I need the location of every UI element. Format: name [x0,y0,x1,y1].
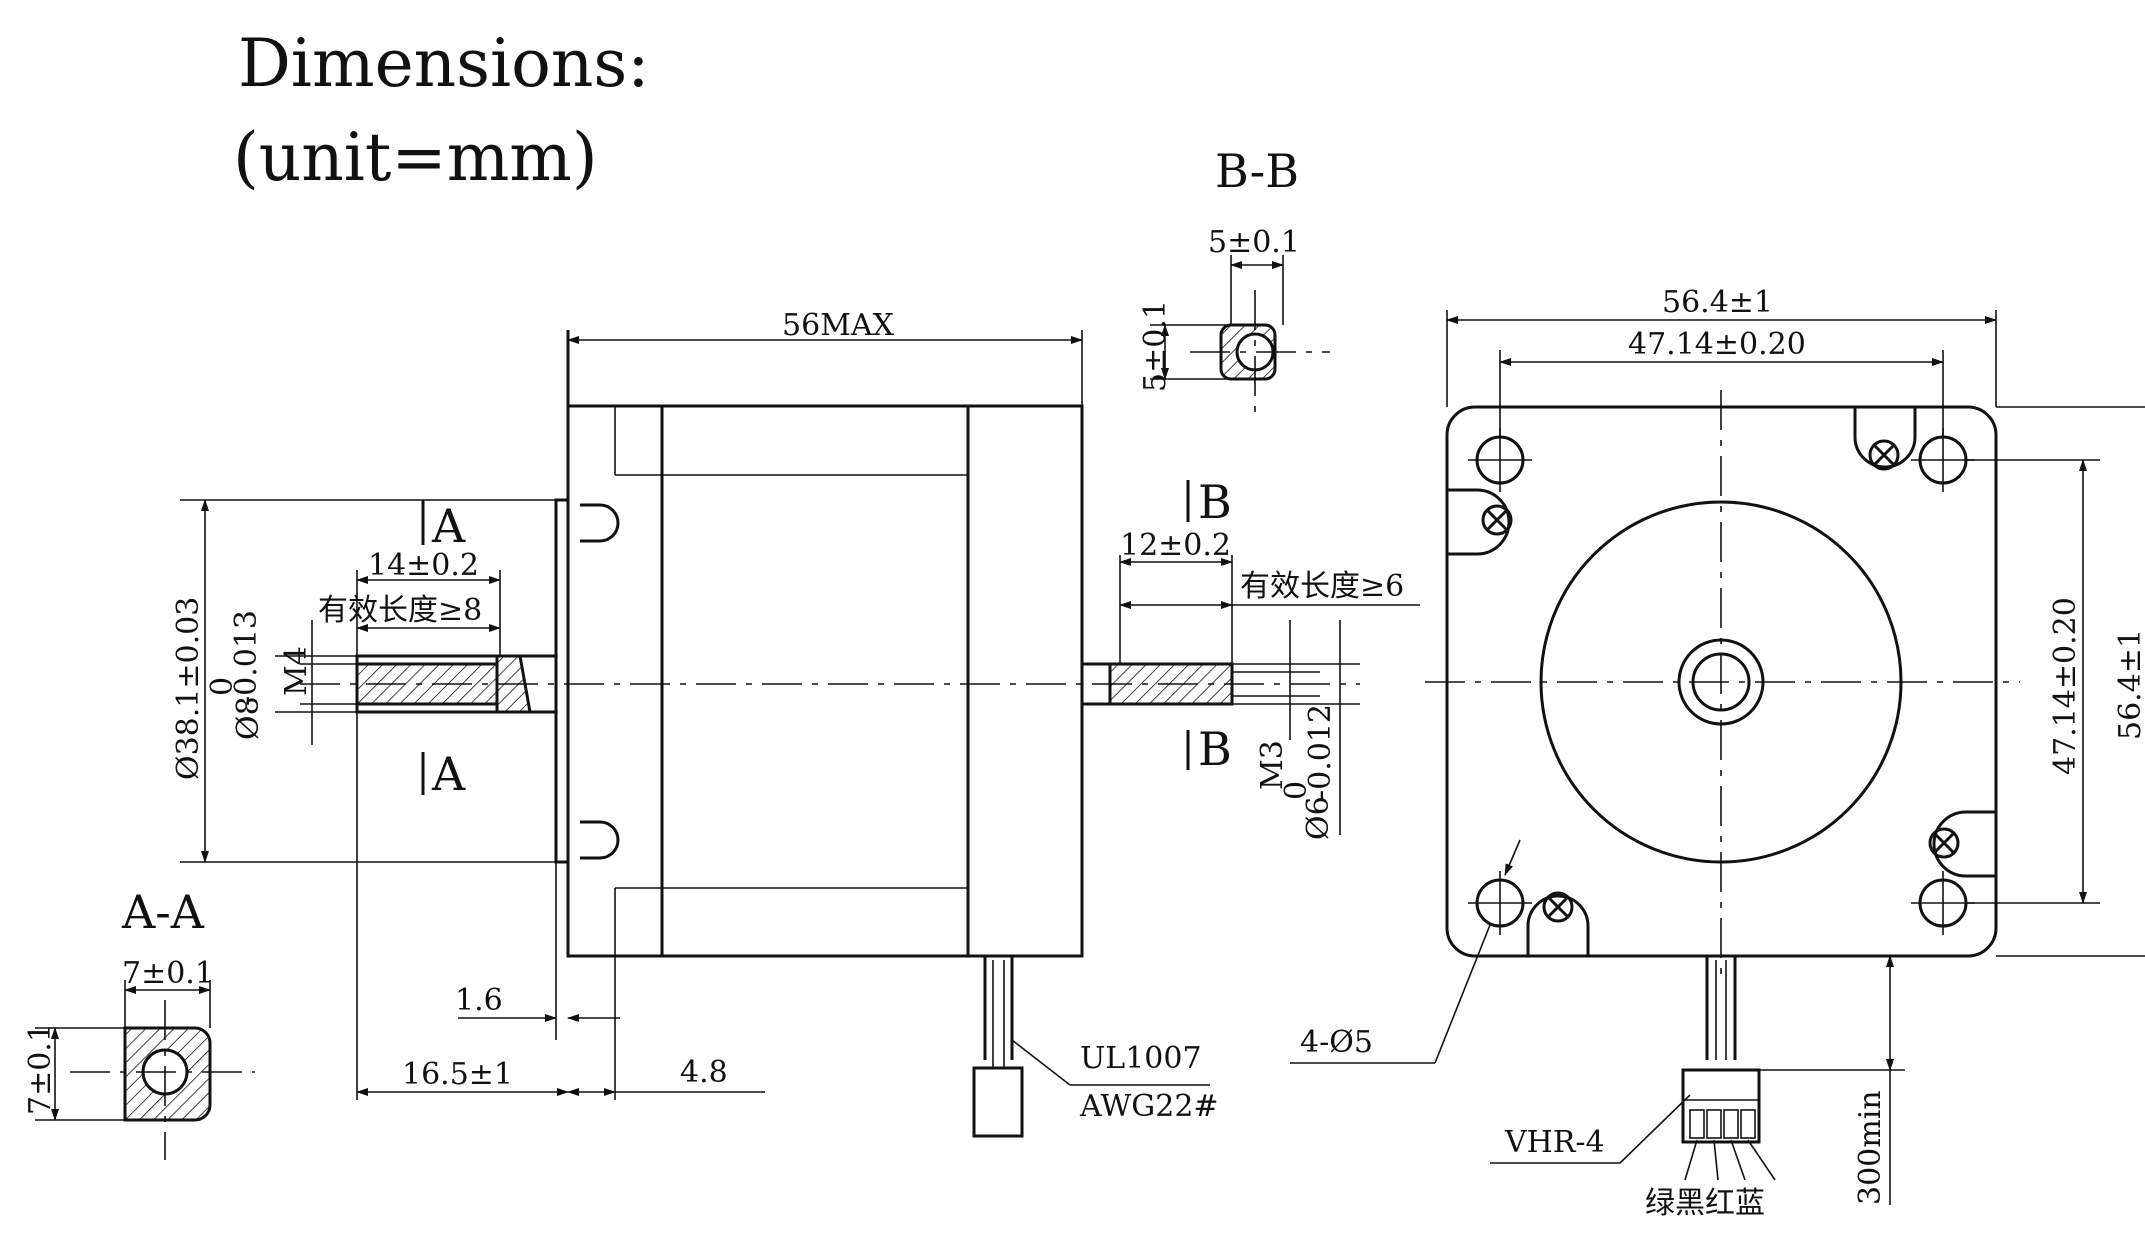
cable-type-label: UL1007 [1080,1041,1202,1076]
section-mark-b-top: B [1198,475,1232,529]
wire-colors-label: 绿黑红蓝 [1645,1186,1765,1221]
section-aa-view: A-A 7±0.1 7±0.1 [23,885,255,1160]
shaft-extension-dimension: 16.5±1 [402,1057,513,1092]
cable-gauge-label: AWG22# [1079,1089,1219,1124]
rear-tolerance-upper: 0 [1279,781,1314,800]
boss-length-dimension: 4.8 [680,1055,728,1090]
section-bb-title: B-B [1215,144,1299,198]
outer-height-dimension: 56.4±1 [2113,629,2145,740]
rear-shaft-length: 12±0.2 [1120,528,1231,563]
section-aa-height: 7±0.1 [23,1023,58,1115]
front-shaft-diameter: Ø8 [231,696,266,740]
hole-spacing-horizontal: 47.14±0.20 [1628,327,1806,362]
rear-shaft-diameter: Ø6 [1301,796,1336,840]
section-bb-height: 5±0.1 [1138,300,1173,392]
front-shaft-length: 14±0.2 [368,548,479,583]
rear-effective-length: 有效长度≥6 [1240,569,1404,604]
rear-tolerance-lower: -0.012 [1303,704,1338,800]
flange-thickness: 1.6 [455,983,503,1018]
side-view: UL1007 AWG22# 56MAX Ø38.1±0.03 A A 14±0.… [171,308,1420,1138]
section-mark-a-top: A [431,499,466,553]
hole-spacing-vertical: 47.14±0.20 [2048,597,2083,775]
lead-length-label: 300min [1853,1090,1888,1205]
front-thread-label: M4 [279,646,314,696]
outer-width-dimension: 56.4±1 [1662,285,1773,320]
section-bb-view: B-B 5±0.1 5±0.1 [1138,144,1330,420]
front-effective-length: 有效长度≥8 [318,593,482,628]
boss-diameter-dimension: Ø38.1±0.03 [171,597,206,780]
section-bb-width: 5±0.1 [1208,225,1300,260]
front-tolerance-lower: -0.013 [229,610,264,706]
length-dimension: 56MAX [782,308,895,343]
mounting-holes-label: 4-Ø5 [1300,1025,1373,1060]
unit-note: (unit=mm) [233,119,598,196]
front-tolerance-upper: 0 [205,677,240,696]
rear-thread-label: M3 [1255,740,1290,790]
section-aa-width: 7±0.1 [122,956,214,991]
section-aa-title: A-A [121,885,205,939]
front-view: 56.4±1 47.14±0.20 47.14±0.20 56.4±1 4-Ø5 [1290,285,2145,1221]
connector-label: VHR-4 [1504,1125,1605,1160]
drawing-title: Dimensions: [238,25,650,102]
section-mark-a-bottom: A [431,747,466,801]
section-mark-b-bottom: B [1198,722,1232,776]
